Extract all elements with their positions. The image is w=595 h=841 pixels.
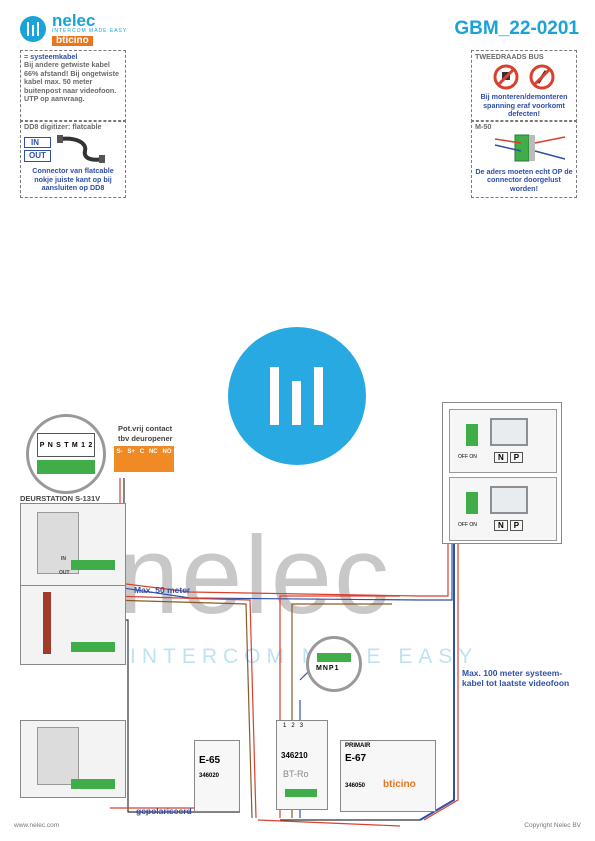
brand-name: nelec	[52, 11, 96, 30]
e67-module: PRIMAIR E-67 346050 bticino	[340, 740, 436, 812]
document-id: GBM_22-0201	[454, 18, 579, 39]
monitor-2: N P OFF ON	[449, 477, 557, 541]
bt-pin: 3	[299, 723, 304, 729]
np-label: N	[494, 452, 508, 463]
bt-zoom-label: P	[328, 665, 334, 672]
brand-partner: bticino	[52, 36, 93, 46]
off-on-label: OFF ON	[458, 522, 477, 528]
bus-note: TWEEDRAADS BUS Bij monteren/demonteren s…	[471, 50, 577, 122]
bt-name: 346210	[281, 751, 308, 760]
np-label: N	[494, 520, 508, 531]
door-station-title: DEURSTATION S-131V	[20, 494, 101, 503]
contact-terminal: C	[139, 449, 145, 455]
bt-zoom: M N P 1	[306, 636, 362, 692]
max-50-label: Max. 50 meter	[134, 585, 191, 595]
connector-icon	[494, 134, 566, 162]
dip-label: M	[71, 441, 78, 449]
m50-note-text: De aders moeten echt OP de connector doo…	[475, 166, 573, 193]
dip-label: S	[56, 441, 61, 449]
module-out-label: OUT	[59, 570, 70, 576]
e65-code: 346020	[199, 773, 220, 779]
m50-note-title: M-50	[475, 122, 492, 131]
bt-pin: 1	[283, 723, 287, 729]
polarized-label: gepolariseerd	[136, 806, 192, 816]
nelec-logo-icon	[20, 16, 46, 42]
contact-title-1: Pot.vrij contact	[118, 424, 173, 433]
watermark-word: nelec	[118, 514, 391, 637]
bt-pin: 2	[291, 723, 295, 729]
contact-terminal: NO	[162, 449, 172, 455]
contact-terminal: S+	[127, 449, 135, 455]
dip-label: 1	[81, 441, 85, 449]
e65-name: E-65	[199, 755, 221, 766]
np-label: P	[509, 452, 524, 463]
off-on-label: OFF ON	[458, 454, 477, 460]
bt-zoom-label: N	[322, 665, 328, 672]
dip-label: N	[47, 441, 53, 449]
dd8-out-label: OUT	[24, 150, 51, 162]
contact-terminal: S-	[116, 449, 123, 455]
brand-tagline: INTERCOM MADE EASY	[52, 28, 128, 34]
dd8-note-text: Connector van flatcable nokje juiste kan…	[32, 166, 114, 193]
cable-note-title: = systeemkabel	[24, 52, 78, 61]
door-station-module-2	[20, 585, 126, 665]
e67-brand: bticino	[383, 779, 416, 790]
footer-right: Copyright Nelec BV	[524, 822, 581, 829]
e67-code: 346050	[345, 783, 366, 789]
dip-label: T	[64, 441, 69, 449]
bt-sub: BT-Ro	[283, 769, 309, 779]
footer-left: www.nelec.com	[14, 822, 60, 829]
np-label: P	[509, 520, 524, 531]
bt-zoom-label: 1	[334, 665, 339, 672]
module-in-label: IN	[61, 556, 66, 562]
watermark-circle	[228, 327, 366, 465]
m50-note: M-50 De aders moeten echt OP de connecto…	[471, 120, 577, 198]
contact-terminal: NC	[148, 449, 158, 455]
e67-name: E-67	[345, 753, 367, 764]
dd8-in-label: IN	[24, 137, 51, 149]
monitor-1: N P OFF ON	[449, 409, 557, 473]
dip-label: P	[39, 441, 45, 449]
bus-note-text: Bij monteren/demonteren spanning eraf vo…	[480, 92, 568, 119]
bt-zoom-label: M	[316, 665, 322, 672]
watermark-sub: INTERCOM MADE EASY	[130, 645, 479, 668]
dd8-note: DD8 digitizer: flatcable IN OUT Connecto…	[20, 120, 126, 198]
no-screwdriver-icon	[529, 64, 555, 90]
no-plug-icon	[493, 64, 519, 90]
dip-label: 2	[88, 441, 93, 449]
contact-title-2: tbv deuropener	[118, 434, 173, 443]
flatcable-icon	[56, 135, 105, 164]
dd8-note-title: DD8 digitizer: flatcable	[24, 122, 102, 131]
e65-module: E-65 346020	[194, 740, 240, 812]
contact-block: S- S+ C NC NO	[114, 446, 174, 472]
cable-note: = systeemkabel Bij andere getwiste kabel…	[20, 50, 126, 122]
bt-module: 1 2 3 346210 BT-Ro	[276, 720, 328, 810]
monitor-cabinet: N P OFF ON N P OFF ON	[442, 402, 562, 544]
e67-top: PRIMAIR	[345, 743, 371, 749]
door-station-zoom: P N S T M 1 2	[26, 414, 106, 494]
door-station-module-1: IN OUT	[20, 503, 126, 587]
cable-note-text: Bij andere getwiste kabel 66% afstand! B…	[24, 60, 120, 104]
brand-logo: nelec INTERCOM MADE EASY bticino	[20, 12, 127, 46]
door-station-module-3	[20, 720, 126, 798]
max-100-label-1: Max. 100 meter systeem-	[462, 668, 563, 678]
bus-note-title: TWEEDRAADS BUS	[475, 52, 544, 61]
max-100-label-2: kabel tot laatste videofoon	[462, 678, 570, 688]
